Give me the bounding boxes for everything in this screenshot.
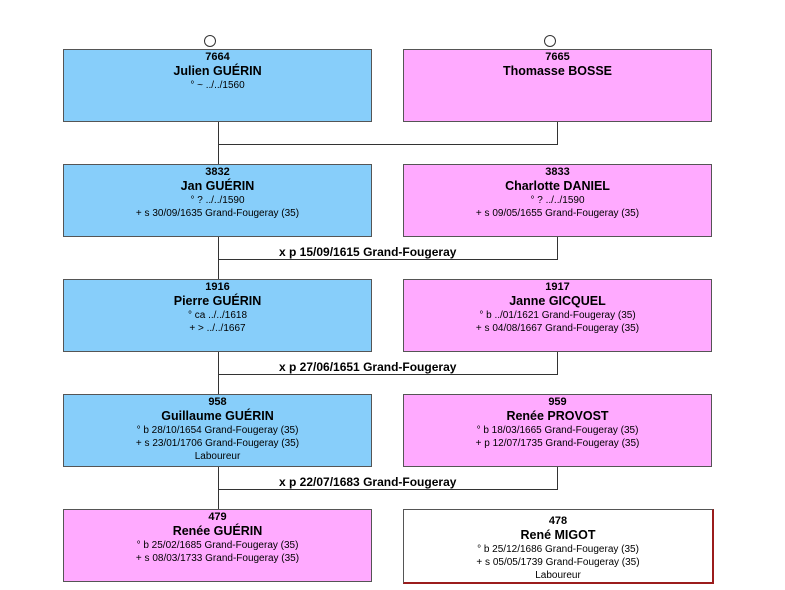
person-name: Charlotte DANIEL [505,179,610,193]
person-detail-line: + s 23/01/1706 Grand-Fougeray (35) [135,438,300,449]
connector-line [218,489,558,490]
ancestor-marker-left[interactable] [204,35,216,47]
connector-line [557,352,558,374]
sosa-number: 3832 [205,166,230,178]
person-detail-line: ° ? ../../1590 [530,195,585,206]
person-detail-line: Laboureur [535,570,581,581]
connector-line [218,237,219,279]
person-name: Guillaume GUÉRIN [161,409,274,423]
connector-line [218,144,219,164]
marriage-label-1: x p 15/09/1615 Grand-Fougeray [279,245,457,259]
sosa-number: 478 [548,515,568,527]
sosa-number: 3833 [545,166,570,178]
person-name: Thomasse BOSSE [502,64,613,78]
connector-line [218,122,219,144]
person-name: Julien GUÉRIN [173,64,262,78]
person-name: Renée GUÉRIN [172,524,263,538]
person-detail-line: + s 09/05/1655 Grand-Fougeray (35) [475,208,640,219]
person-detail-line: ° b 28/10/1654 Grand-Fougeray (35) [136,425,299,436]
connector-line [557,122,558,144]
sosa-number: 959 [548,396,567,408]
person-name: Pierre GUÉRIN [173,294,262,308]
connector-line [218,144,558,145]
person-name: René MIGOT [520,528,596,542]
sosa-number: 7665 [545,51,570,63]
connector-line [557,237,558,259]
person-detail-line: + s 04/08/1667 Grand-Fougeray (35) [475,323,640,334]
connector-line [218,374,558,375]
marriage-label-3: x p 22/07/1683 Grand-Fougeray [279,475,457,489]
connector-line [218,352,219,394]
person-detail-line: ° b 25/12/1686 Grand-Fougeray (35) [477,544,639,555]
connector-line [557,467,558,489]
marriage-label-2: x p 27/06/1651 Grand-Fougeray [279,360,457,374]
person-detail-line: ° ? ../../1590 [190,195,245,206]
person-detail-line: + s 30/09/1635 Grand-Fougeray (35) [135,208,300,219]
person-detail-line: ° b ../01/1621 Grand-Fougeray (35) [479,310,636,321]
sosa-number: 958 [208,396,227,408]
connector-line [218,259,558,260]
person-detail-line: Laboureur [194,451,241,462]
person-detail-line: + s 05/05/1739 Grand-Fougeray (35) [476,557,640,568]
connector-line [218,467,219,509]
person-detail-line: ° b 18/03/1665 Grand-Fougeray (35) [476,425,639,436]
person-detail-line: + s 08/03/1733 Grand-Fougeray (35) [135,553,300,564]
person-detail-line: ° ~ ../../1560 [190,80,245,91]
person-name: Janne GICQUEL [509,294,606,308]
person-name: Jan GUÉRIN [180,179,255,193]
person-detail-line: ° ca ../../1618 [187,310,248,321]
person-name: Renée PROVOST [506,409,609,423]
sosa-number: 1916 [205,281,230,293]
person-detail-line: + > ../../1667 [189,323,246,334]
sosa-number: 1917 [545,281,570,293]
person-detail-line: + p 12/07/1735 Grand-Fougeray (35) [475,438,640,449]
ancestor-marker-right[interactable] [544,35,556,47]
person-detail-line: ° b 25/02/1685 Grand-Fougeray (35) [136,540,299,551]
sosa-number: 7664 [205,51,230,63]
sosa-number: 479 [208,511,227,523]
